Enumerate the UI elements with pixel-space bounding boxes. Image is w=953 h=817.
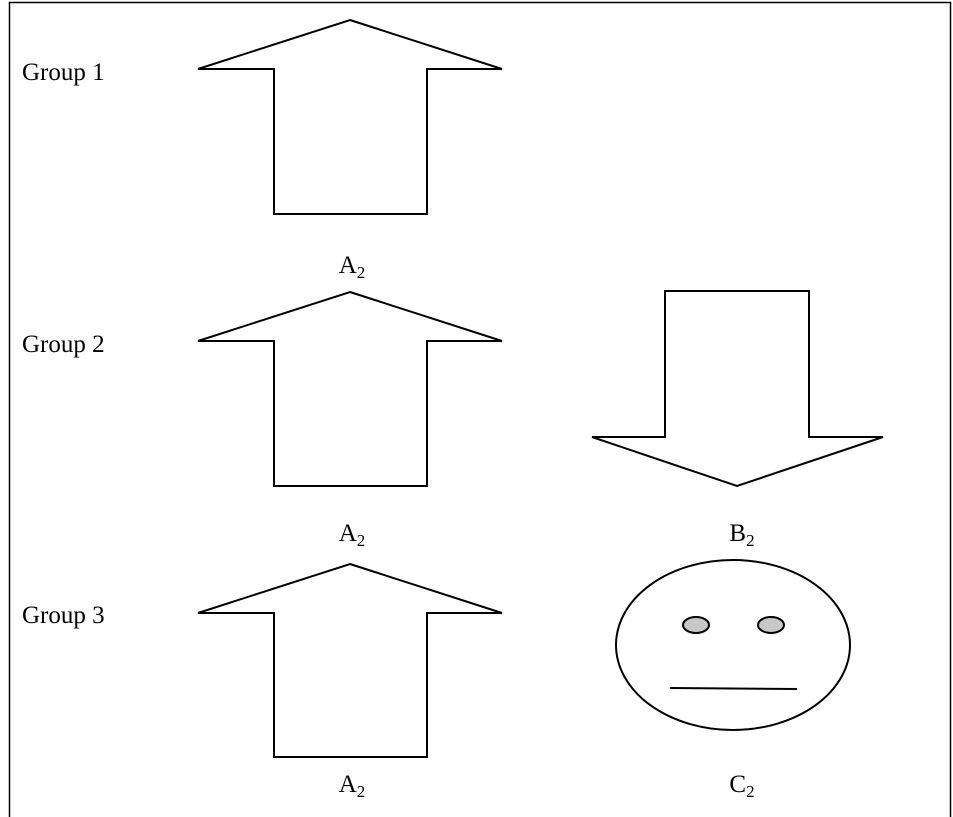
shape-subscript: 2	[746, 531, 755, 550]
shape-label-a2-group3: A2	[338, 771, 366, 800]
shape-letter: A	[338, 771, 357, 798]
shape-letter: A	[338, 252, 357, 279]
shape-label-b2-group2: B2	[729, 520, 754, 549]
group-1-label: Group 1	[22, 59, 105, 86]
frame-border	[8, 1, 952, 817]
shape-subscript: 2	[356, 782, 366, 801]
right-eye	[757, 616, 785, 634]
face-outline	[615, 559, 851, 731]
shape-subscript: 2	[356, 263, 366, 282]
left-eye	[682, 616, 710, 634]
neutral-face-icon	[615, 559, 851, 731]
group-2-label: Group 2	[22, 331, 105, 358]
shape-letter: B	[729, 520, 747, 547]
straight-mouth	[669, 687, 798, 690]
group-3-label: Group 3	[22, 602, 105, 629]
up-arrow-icon	[197, 290, 503, 487]
shape-letter: A	[338, 520, 357, 547]
shape-subscript: 2	[356, 531, 366, 550]
up-arrow-icon	[197, 18, 503, 215]
up-arrow-icon	[197, 562, 503, 758]
down-arrow-icon	[591, 290, 884, 488]
shape-label-a2-group2: A2	[338, 520, 366, 549]
shape-letter: C	[729, 771, 747, 798]
shape-label-c2-group3: C2	[729, 771, 754, 800]
shape-subscript: 2	[746, 782, 755, 801]
shape-label-a2-group1: A2	[338, 252, 366, 281]
